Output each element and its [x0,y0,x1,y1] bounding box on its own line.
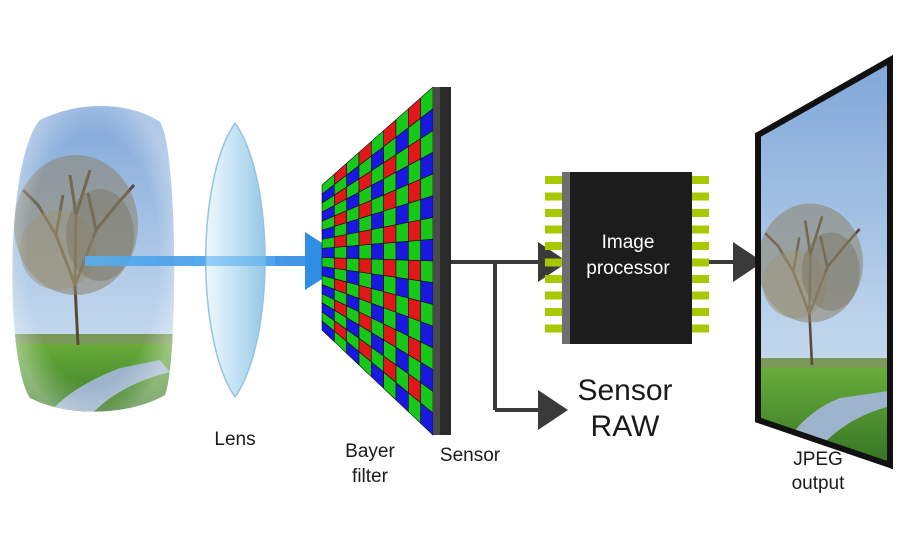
bayer-cell [395,277,409,299]
chip-pin [690,291,709,300]
jpeg-output-label-line2: output [791,473,845,494]
chip-pin [545,176,564,184]
chip-pin [545,258,564,267]
chip-pin [690,225,709,234]
signal-arrows [451,260,735,412]
bayer-cell [383,206,397,228]
bayer-cell [346,245,360,259]
bayer-cell [395,221,409,243]
bayer-cell [358,244,372,260]
bayer-cell [395,240,409,261]
bayer-cell [358,258,372,275]
bayer-cell [420,217,434,241]
processor-label-line1: Image [601,232,655,253]
bayer-cell [321,247,335,259]
bayer-cell [395,203,409,226]
sensor-label: Sensor [439,445,501,466]
jpeg-output-image [755,54,893,470]
bayer-cell [383,224,397,244]
lens-label: Lens [214,429,256,450]
chip-pin [690,242,709,250]
bayer-cell [420,280,434,305]
chip-pin [690,176,709,184]
chip-pin [545,242,564,250]
bayer-cell [420,195,434,221]
bayer-filter-label-line1: Bayer [345,441,395,462]
bayer-cell [408,259,421,282]
bayer-cell [371,226,384,245]
chip-pin [690,258,709,267]
processor-label-line2: processor [586,258,670,279]
bayer-cell [383,241,397,261]
bayer-cell [334,246,347,259]
jpeg-output-label-line1: JPEG [793,449,843,470]
bayer-cell [334,257,347,271]
bayer-cell [346,231,360,247]
bayer-cell [420,260,434,284]
chip-pin [690,324,709,333]
bayer-cell [358,229,372,246]
bayer-cell [334,234,347,248]
bayer-cell [408,278,421,302]
chip-pin [690,275,709,283]
bayer-cell [395,259,409,280]
bayer-cell [408,219,421,242]
chip-pin [690,308,709,316]
chip-pin [690,209,709,217]
chip-pin [545,192,564,201]
chip-pin [690,192,709,201]
bayer-cell [371,258,384,276]
bayer-cell [420,238,434,262]
sensor-raw-label-line1: Sensor [577,374,673,407]
chip-pin [545,275,564,283]
chip-pin [545,324,564,333]
bayer-filter-grid [321,86,434,436]
bayer-cell [383,259,397,278]
bayer-cell [408,199,421,223]
bayer-filter-label-line2: filter [352,466,388,487]
chip-pin [545,308,564,316]
chip-pin [545,209,564,217]
chip-pin [545,291,564,300]
bayer-cell [408,239,421,261]
sensor-raw-label-line2: RAW [590,410,660,443]
chip-pin [545,225,564,234]
image-processor-chip [545,172,709,344]
sensor-plate [433,87,451,435]
lens-icon [195,121,275,399]
bayer-cell [346,257,360,273]
bayer-cell [371,243,384,260]
